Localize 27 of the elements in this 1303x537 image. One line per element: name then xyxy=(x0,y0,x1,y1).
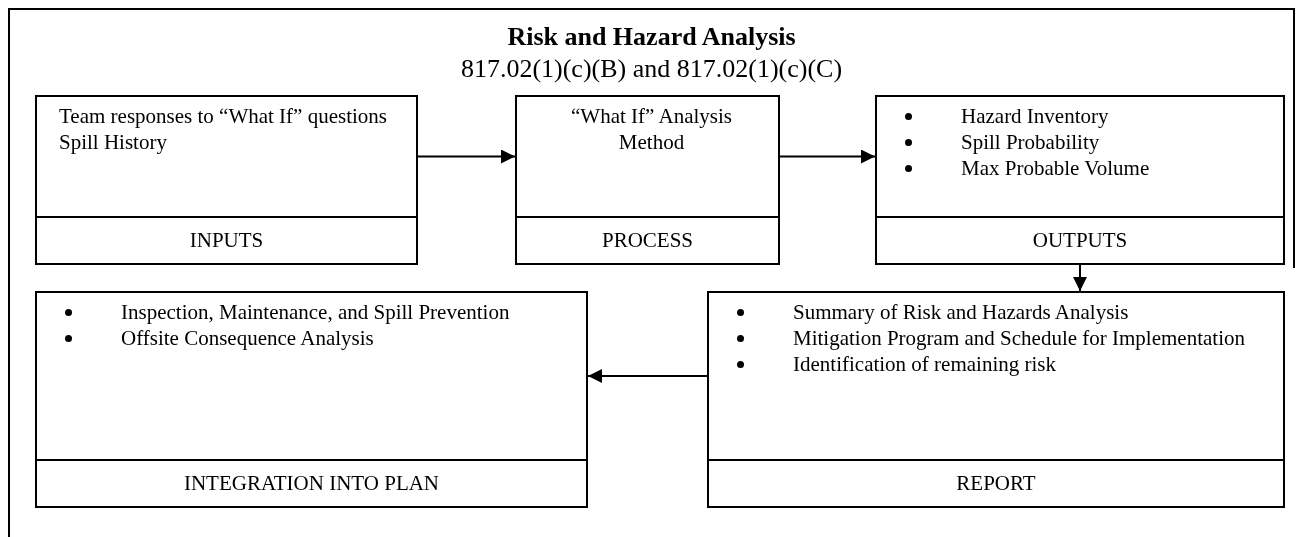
box-footer: INTEGRATION INTO PLAN xyxy=(37,459,586,506)
box-text: Spill History xyxy=(59,129,168,155)
process-box xyxy=(707,291,1285,508)
bullet-item: Inspection, Maintenance, and Spill Prevention xyxy=(59,299,572,325)
subtitle: 817.02(1)(c)(B) and 817.02(1)(c)(C) xyxy=(459,54,844,84)
bullet-item: Spill Probability xyxy=(899,129,1269,155)
box-footer: INPUTS xyxy=(37,216,416,263)
bullet-item: Max Probable Volume xyxy=(899,155,1269,181)
arrow xyxy=(779,149,876,164)
arrow xyxy=(417,149,516,164)
bullet-item: Offsite Consequence Analysis xyxy=(59,325,572,351)
diagram-title: Risk and Hazard Analysis xyxy=(506,22,797,52)
process-box xyxy=(35,291,588,508)
process-box xyxy=(515,95,780,265)
arrow xyxy=(587,369,708,383)
arrow xyxy=(1073,264,1087,292)
bullet-item: Identification of remaining risk xyxy=(731,351,1269,377)
box-footer: REPORT xyxy=(709,459,1283,506)
box-footer: OUTPUTS xyxy=(877,216,1283,263)
box-footer: PROCESS xyxy=(517,216,778,263)
process-box xyxy=(875,95,1285,265)
bullet-item: Mitigation Program and Schedule for Implementation xyxy=(731,325,1269,351)
box-text: Team responses to “What If” questions xyxy=(59,103,388,129)
bullet-item: Summary of Risk and Hazards Analysis xyxy=(731,299,1269,325)
bullet-item: Hazard Inventory xyxy=(899,103,1269,129)
process-box xyxy=(35,95,418,265)
box-text: “What If” Analysis Method xyxy=(570,103,733,155)
